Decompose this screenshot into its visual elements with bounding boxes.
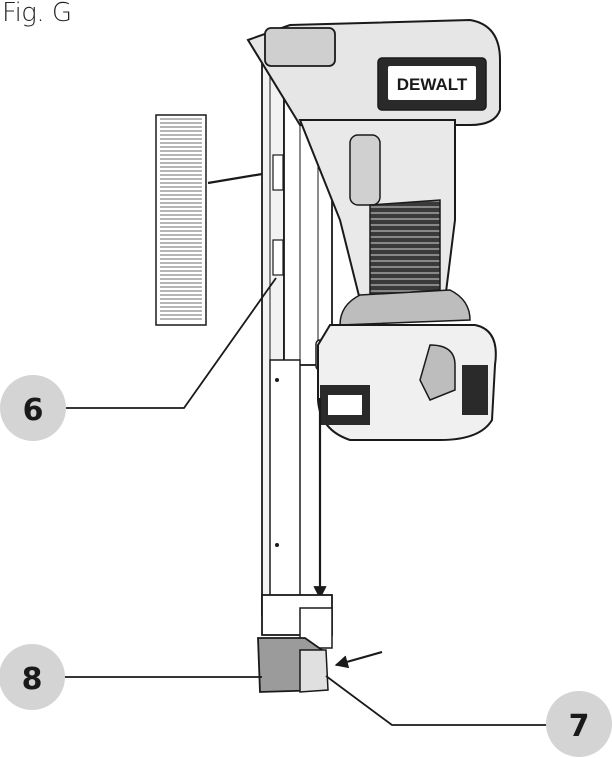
callout-7-number: 7 (569, 709, 590, 744)
nose-assembly (258, 595, 332, 692)
brand-logo-text: DEWALT (397, 75, 468, 94)
callout-7: 7 (546, 691, 612, 757)
callout-8-number: 8 (22, 662, 43, 697)
callout-7-leader (326, 676, 552, 725)
brand-logo: DEWALT (378, 58, 486, 110)
callout-6-number: 6 (23, 393, 44, 428)
battery-pack (318, 325, 496, 440)
arrow-left-icon (336, 652, 382, 665)
callout-8: 8 (0, 644, 65, 710)
staple-strip (156, 115, 206, 325)
callout-6: 6 (0, 375, 66, 441)
